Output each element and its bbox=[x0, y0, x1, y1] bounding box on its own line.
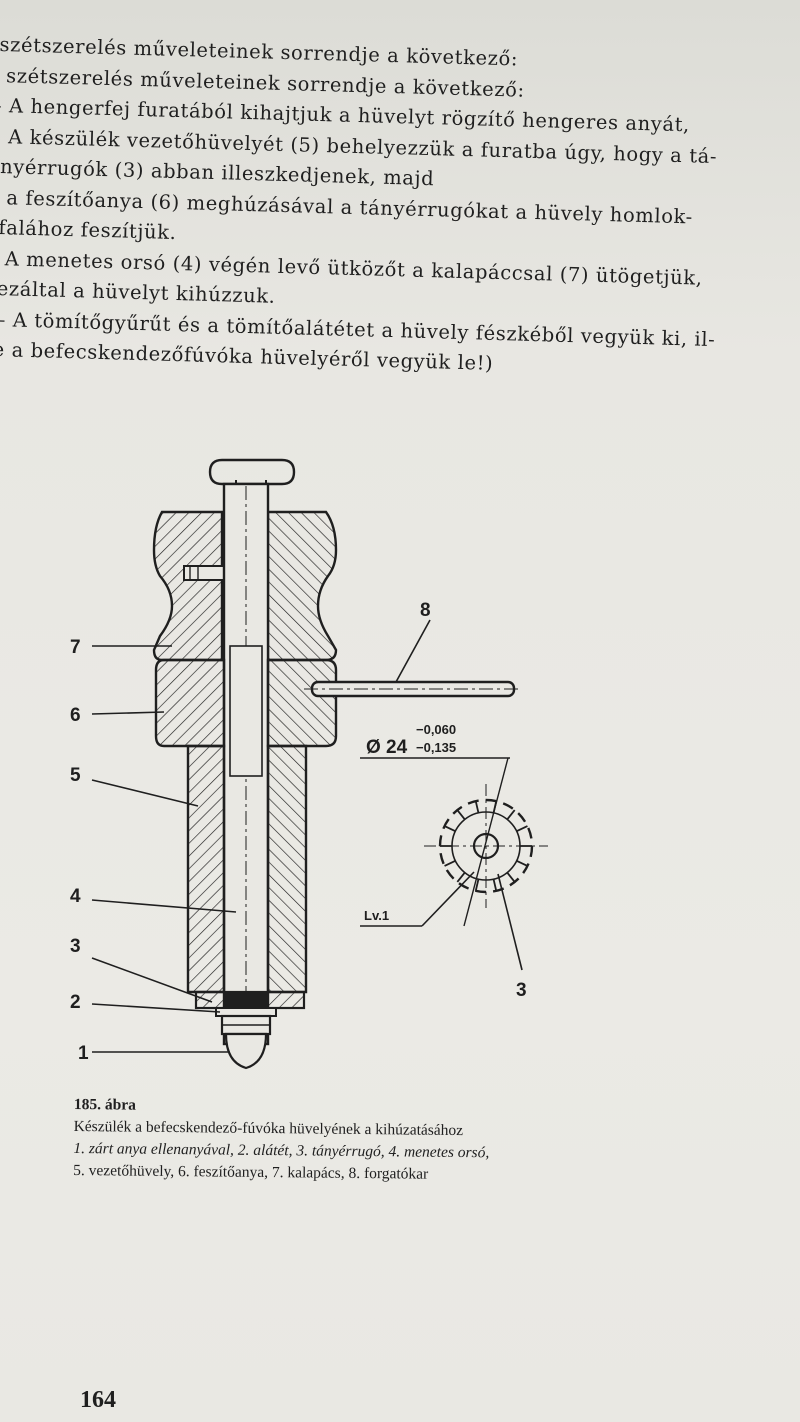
label-4: 4 bbox=[70, 886, 81, 907]
label-6: 6 bbox=[70, 705, 81, 726]
spring-notch bbox=[492, 878, 498, 892]
spring-notch bbox=[474, 878, 480, 892]
disc-spring-detail bbox=[424, 784, 548, 908]
puller-tool-drawing: 7 6 5 4 3 2 1 8 3 Lv.1 Ø 24 −0,060 −0,13… bbox=[70, 458, 548, 1070]
tension-nut bbox=[154, 658, 226, 748]
spring-notch bbox=[516, 859, 528, 867]
label-8: 8 bbox=[420, 600, 431, 621]
label-5: 5 bbox=[70, 765, 81, 786]
body-text: szétszerelés műveleteinek sorrendje a kö… bbox=[0, 30, 800, 388]
spring-notch bbox=[456, 809, 466, 820]
label-1: 1 bbox=[78, 1043, 89, 1064]
technical-drawing: 7 6 5 4 3 2 1 8 3 Lv.1 Ø 24 −0,060 −0,13… bbox=[60, 450, 560, 1090]
dimension-upper-tolerance: −0,060 bbox=[416, 722, 456, 737]
spring-notch bbox=[444, 825, 456, 833]
dimension-lower-tolerance: −0,135 bbox=[416, 740, 456, 755]
label-2: 2 bbox=[70, 992, 81, 1013]
page-number: 164 bbox=[80, 1387, 116, 1413]
figure-caption: 185. ábra Készülék a befecskendező-fúvók… bbox=[73, 1094, 774, 1189]
dimension-diameter: Ø 24 bbox=[366, 737, 408, 758]
label-lv1: Lv.1 bbox=[364, 908, 389, 923]
spring-notch bbox=[516, 825, 528, 833]
guide-sleeve-right bbox=[266, 744, 308, 994]
spring-notch bbox=[506, 872, 516, 883]
washer bbox=[215, 1007, 277, 1017]
label-3-detail: 3 bbox=[516, 980, 527, 1001]
guide-sleeve bbox=[186, 744, 226, 994]
hammer-body-right bbox=[266, 510, 338, 662]
label-7: 7 bbox=[70, 637, 81, 658]
hammer-body bbox=[152, 510, 224, 662]
spring-notch bbox=[444, 859, 456, 867]
spring-notch bbox=[456, 872, 466, 883]
label-3: 3 bbox=[70, 936, 81, 957]
knob-top bbox=[208, 458, 296, 486]
spring-notch bbox=[506, 809, 516, 820]
tension-nut-right bbox=[266, 658, 338, 748]
spring-notch bbox=[474, 800, 480, 814]
